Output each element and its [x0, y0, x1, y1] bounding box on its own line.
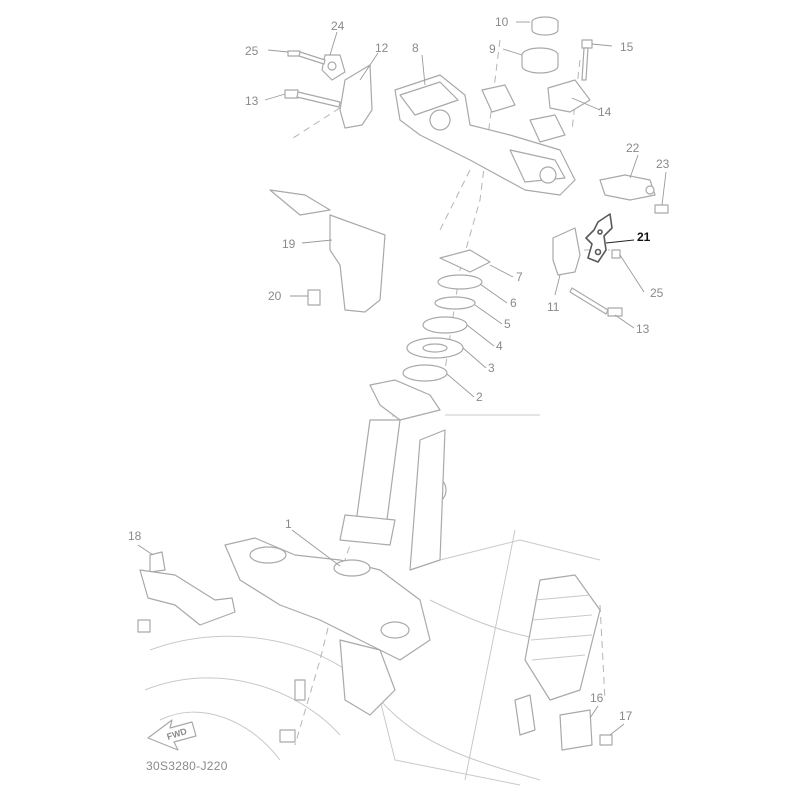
- callout-17: 17: [619, 709, 633, 723]
- lower-left-bracket: [137, 551, 236, 633]
- callout-19: 19: [282, 237, 296, 251]
- callout-3: 3: [488, 361, 495, 375]
- callout-24: 24: [331, 19, 345, 33]
- callout-11: 11: [547, 300, 560, 314]
- callout-6: 6: [510, 296, 517, 310]
- callout-8: 8: [412, 41, 419, 55]
- callout-13-upper: 13: [245, 94, 259, 108]
- callout-5: 5: [504, 317, 511, 331]
- callout-25-upper: 25: [245, 44, 259, 58]
- callout-labels: 1 2 3 4 5 6 7 8 9 10 11 12 13 13 14 15 1…: [128, 15, 670, 723]
- top-nut-stack: [521, 16, 593, 113]
- callout-20: 20: [268, 289, 282, 303]
- bearing-stack: [402, 249, 491, 382]
- callout-15: 15: [620, 40, 634, 54]
- right-bracket-group: [552, 174, 669, 317]
- callout-2: 2: [476, 390, 483, 404]
- callout-7: 7: [516, 270, 523, 284]
- callout-12: 12: [375, 41, 389, 55]
- forward-arrow: FWD: [147, 719, 197, 751]
- callout-22: 22: [626, 141, 640, 155]
- callout-4: 4: [496, 339, 503, 353]
- diagram-code: 30S3280-J220: [146, 759, 228, 773]
- callout-14: 14: [598, 105, 612, 119]
- callout-16: 16: [590, 691, 604, 705]
- callout-25-right: 25: [650, 286, 664, 300]
- callout-9: 9: [489, 42, 496, 56]
- callout-10: 10: [495, 15, 509, 29]
- left-bracket: [269, 189, 386, 313]
- lower-triple-clamp: [224, 537, 431, 743]
- leader-lines: [137, 21, 667, 736]
- callout-18: 18: [128, 529, 142, 543]
- right-fork-leg: [514, 574, 613, 751]
- part-21-highlighted: [585, 213, 613, 263]
- callout-1: 1: [285, 517, 292, 531]
- callout-13-right: 13: [636, 322, 650, 336]
- callout-23: 23: [656, 157, 670, 171]
- upper-left-bracket: [284, 50, 373, 129]
- upper-triple-clamp: [394, 74, 576, 196]
- steering-stem: [339, 379, 447, 571]
- callout-21-highlighted: 21: [637, 230, 651, 244]
